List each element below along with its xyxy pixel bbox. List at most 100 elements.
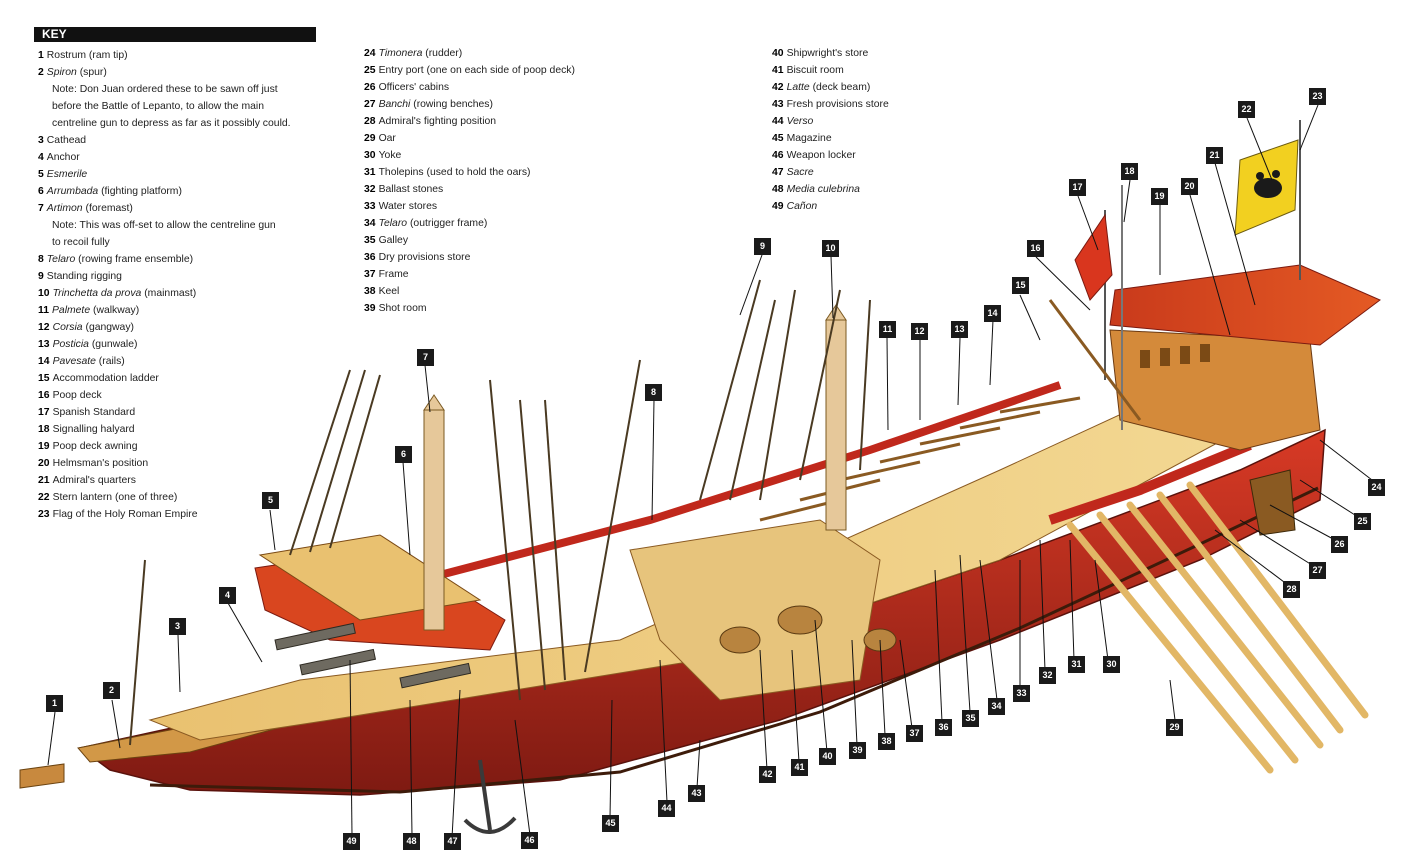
key-description: Dry provisions store: [378, 252, 471, 263]
callout-22: 22: [1238, 101, 1255, 118]
key-number: 1: [38, 50, 44, 61]
callout-6: 6: [395, 446, 412, 463]
key-term: Esmerile: [46, 169, 88, 180]
key-number: 48: [772, 184, 784, 195]
key-description: Galley: [378, 235, 409, 246]
callout-24: 24: [1368, 479, 1385, 496]
callout-21: 21: [1206, 147, 1223, 164]
key-description: Note: This was off-set to allow the cent…: [52, 220, 276, 231]
artimon-foremast: [423, 409, 445, 631]
key-number: 39: [364, 303, 376, 314]
callout-48: 48: [403, 833, 420, 850]
key-description: Shot room: [378, 303, 427, 314]
callout-23: 23: [1309, 88, 1326, 105]
key-description: before the Battle of Lepanto, to allow t…: [52, 101, 264, 112]
key-number: 23: [38, 509, 50, 520]
key-term: Media culebrina: [786, 184, 860, 195]
key-number: 33: [364, 201, 376, 212]
key-term: Verso: [786, 116, 814, 127]
callout-8: 8: [645, 384, 662, 401]
key-number: 29: [364, 133, 376, 144]
key-description: Signalling halyard: [52, 424, 135, 435]
callout-20: 20: [1181, 178, 1198, 195]
key-description: Admiral's quarters: [52, 475, 136, 486]
key-description: Ballast stones: [378, 184, 444, 195]
key-description: Entry port (one on each side of poop dec…: [378, 65, 575, 76]
callout-25: 25: [1354, 513, 1371, 530]
callout-17: 17: [1069, 179, 1086, 196]
callout-36: 36: [935, 719, 952, 736]
callout-13: 13: [951, 321, 968, 338]
key-number: 47: [772, 167, 784, 178]
key-term: Cañon: [786, 201, 818, 212]
key-description: Yoke: [378, 150, 402, 161]
callout-40: 40: [819, 748, 836, 765]
key-number: 3: [38, 135, 44, 146]
key-description: (deck beam): [809, 82, 871, 93]
key-number: 40: [772, 48, 784, 59]
key-description: (outrigger frame): [407, 218, 488, 229]
key-number: 14: [38, 356, 50, 367]
key-term: Arrumbada: [46, 186, 99, 197]
key-description: Poop deck awning: [52, 441, 138, 452]
key-number: 15: [38, 373, 50, 384]
key-description: (rudder): [422, 48, 463, 59]
key-number: 17: [38, 407, 50, 418]
key-description: Stern lantern (one of three): [52, 492, 178, 503]
key-description: Frame: [378, 269, 409, 280]
key-note: before the Battle of Lepanto, to allow t…: [38, 98, 291, 115]
rostrum-ram-tip: [19, 763, 65, 789]
keel-line: [149, 486, 1319, 794]
key-number: 25: [364, 65, 376, 76]
key-term: Pavesate: [52, 356, 96, 367]
key-number: 10: [38, 288, 50, 299]
callout-38: 38: [878, 733, 895, 750]
callout-44: 44: [658, 800, 675, 817]
callout-30: 30: [1103, 656, 1120, 673]
key-number: 45: [772, 133, 784, 144]
key-number: 26: [364, 82, 376, 93]
callout-2: 2: [103, 682, 120, 699]
key-description: Anchor: [46, 152, 80, 163]
key-description: Officers' cabins: [378, 82, 450, 93]
key-term: Spiron: [46, 67, 77, 78]
key-number: 5: [38, 169, 44, 180]
callout-15: 15: [1012, 277, 1029, 294]
bow-guns: [274, 622, 472, 689]
key-description: (gangway): [82, 322, 134, 333]
trinchetta-mainmast: [825, 319, 847, 531]
key-description: (rails): [95, 356, 125, 367]
admirals-quarters-windows: [1140, 344, 1210, 368]
standing-rigging: [129, 279, 871, 746]
callout-39: 39: [849, 742, 866, 759]
callout-26: 26: [1331, 536, 1348, 553]
key-number: 16: [38, 390, 50, 401]
key-number: 30: [364, 150, 376, 161]
key-number: 2: [38, 67, 44, 78]
key-term: Latte: [786, 82, 810, 93]
double-eagle-emblem-icon: [1254, 170, 1282, 198]
key-number: 6: [38, 186, 44, 197]
key-number: 38: [364, 286, 376, 297]
key-term: Sacre: [786, 167, 814, 178]
